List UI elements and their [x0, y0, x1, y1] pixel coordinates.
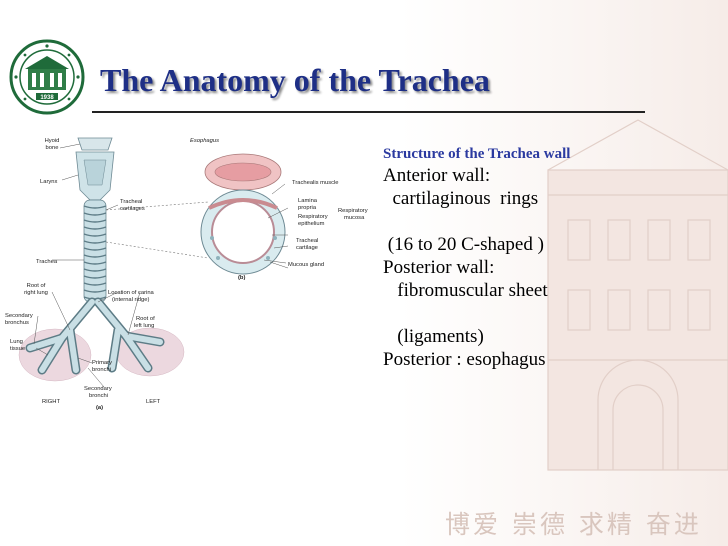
- larynx: [75, 137, 115, 201]
- label-right: RIGHT: [42, 399, 60, 405]
- label-resp-mucosa-2: mucosa: [344, 215, 365, 221]
- label-panel-b: (b): [238, 275, 245, 281]
- section-subheading: Structure of the Trachea wall: [383, 146, 571, 162]
- label-root-right-2: right lung: [24, 290, 48, 296]
- content-line: (16 to 20 C-shaped ): [383, 234, 544, 255]
- label-primary-bronchi-1: Primary: [92, 360, 112, 366]
- campus-buildings-watermark: [547, 119, 728, 471]
- content-spacer: [383, 302, 683, 325]
- label-root-left-2: left lung: [134, 323, 154, 329]
- label-tracheal-cartilages-2: cartilages: [120, 206, 145, 212]
- label-mucous-gland: Mucous gland: [288, 262, 324, 268]
- label-secondary-bronchus-1: Secondary: [5, 313, 33, 319]
- title-underline: [92, 111, 645, 113]
- label-esophagus: Esophagus: [190, 138, 219, 144]
- label-root-left-1: Root of: [136, 316, 155, 322]
- label-root-right-1: Root of: [27, 283, 46, 289]
- label-resp-epithelium-1: Respiratory: [298, 214, 328, 220]
- content-spacer: [383, 210, 683, 233]
- university-motto: 博爱 崇德 求精 奋进: [445, 510, 702, 539]
- label-secondary-bronchus-2: bronchus: [5, 320, 29, 326]
- content-line: Posterior : esophagus: [383, 349, 546, 370]
- label-lung-tissue-1: Lung: [10, 339, 23, 345]
- label-primary-bronchi-2: bronchi: [92, 367, 111, 373]
- label-lamina-1: Lamina: [298, 198, 318, 204]
- label-tracheal-cartilage-1: Tracheal: [296, 238, 318, 244]
- trachea-wall-text: Structure of the Trachea wall Anterior w…: [383, 145, 683, 371]
- label-lamina-2: propria: [298, 205, 317, 211]
- slide-title: The Anatomy of the Trachea: [100, 62, 490, 98]
- university-logo: 1938: [9, 39, 85, 115]
- content-line: Anterior wall:: [383, 165, 491, 186]
- label-larynx: Larynx: [40, 179, 58, 185]
- content-line: cartilaginous rings: [383, 188, 539, 209]
- label-bone: bone: [46, 145, 59, 151]
- label-lung-tissue-2: tissue: [10, 346, 25, 352]
- label-hyoid: Hyoid: [45, 138, 60, 144]
- label-tracheal-cartilages-1: Tracheal: [120, 199, 142, 205]
- trachea-illustration: Hyoid bone Esophagus Larynx Trachealis m…: [5, 137, 368, 411]
- content-line: (ligaments): [383, 326, 484, 347]
- label-trachealis-muscle: Trachealis muscle: [292, 180, 339, 186]
- content-line: Posterior wall:: [383, 257, 495, 278]
- label-carina-1: Location of carina: [108, 290, 155, 296]
- logo-year: 1938: [40, 95, 54, 101]
- label-resp-epithelium-2: epithelium: [298, 221, 325, 227]
- label-trachea: Trachea: [36, 259, 58, 265]
- label-secondary-bronchi-2: bronchi: [89, 393, 108, 399]
- trachea-cross-section: [105, 153, 286, 275]
- label-carina-2: (internal ridge): [112, 297, 149, 303]
- trachea: [83, 199, 107, 303]
- label-tracheal-cartilage-2: cartilage: [296, 245, 318, 251]
- content-line: fibromuscular sheet: [383, 280, 548, 301]
- label-left: LEFT: [146, 399, 161, 405]
- label-secondary-bronchi-1: Secondary: [84, 386, 112, 392]
- label-resp-mucosa-1: Respiratory: [338, 208, 368, 214]
- label-panel-a: (a): [96, 405, 103, 411]
